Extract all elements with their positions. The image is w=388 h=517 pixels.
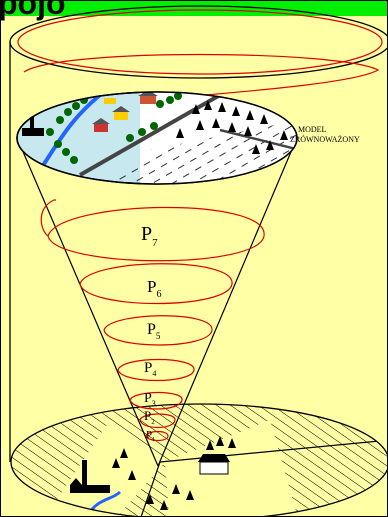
model-label: MODEL ZRÓWNOWAŻONY <box>290 125 360 144</box>
stage-label-p3: P3 <box>144 391 156 408</box>
stage-label-p4: P4 <box>144 360 156 378</box>
conifer-icons <box>176 100 288 154</box>
factory-icon <box>70 460 110 493</box>
clear-field-right <box>165 420 300 517</box>
funnel <box>17 139 297 467</box>
stage-label-p5: P5 <box>147 321 161 341</box>
stage-label-p7: P7 <box>141 223 158 249</box>
river-icon <box>38 93 102 172</box>
house-icons <box>92 92 158 132</box>
cylinder-top-ellipse <box>9 5 388 79</box>
stage-label-p1: P1 <box>146 429 155 443</box>
clear-field-left <box>40 420 165 517</box>
funnel-right-edge <box>157 139 297 467</box>
cylinder <box>9 5 388 462</box>
house-icon <box>198 454 230 475</box>
bottom-landscape <box>10 403 388 517</box>
development-spiral <box>17 9 383 442</box>
stage-label-p6: P6 <box>147 277 161 300</box>
tree-icons <box>112 436 236 510</box>
stage-label-p2: P2 <box>144 408 155 426</box>
model-label-line1: MODEL <box>298 125 327 134</box>
tree-icons <box>46 92 182 164</box>
sustainable-landscape <box>16 91 298 185</box>
stage-labels: P7 P6 P5 P4 P3 P2 P1 <box>141 223 161 443</box>
factory-icon <box>22 112 44 136</box>
model-label-line2: ZRÓWNOWAŻONY <box>290 134 360 144</box>
header-title-fragment: pojo <box>0 0 66 21</box>
funnel-left-edge <box>17 139 159 467</box>
